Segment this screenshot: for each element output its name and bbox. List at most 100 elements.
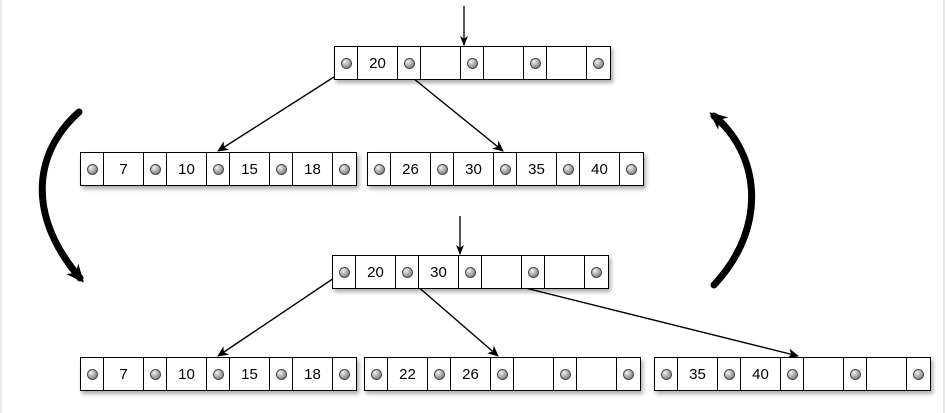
key-cell: 20 — [358, 47, 398, 79]
key-cell: 30 — [419, 256, 459, 288]
key-cell — [804, 358, 844, 390]
pointer-dot-icon — [849, 368, 861, 380]
pointer-cell — [333, 358, 356, 390]
pointer-cell — [81, 358, 104, 390]
pointer-cell — [655, 358, 678, 390]
pointer-cell — [270, 153, 293, 185]
key-cell: 15 — [230, 358, 270, 390]
lower-root-to-left-leaf — [217, 271, 344, 357]
pointer-cell — [494, 153, 517, 185]
key-cell: 7 — [104, 358, 144, 390]
pointer-cell — [585, 256, 608, 288]
pointer-dot-icon — [212, 163, 224, 175]
pointer-cell — [81, 153, 104, 185]
key-cell: 30 — [454, 153, 494, 185]
key-cell: 35 — [678, 358, 718, 390]
pointer-dot-icon — [86, 163, 98, 175]
pointer-dot-icon — [340, 57, 352, 69]
pointer-cell — [333, 153, 356, 185]
right-split-flow-arrow — [709, 112, 756, 289]
pointer-cell — [718, 358, 741, 390]
pointer-cell — [365, 358, 388, 390]
pointer-cell — [207, 358, 230, 390]
pointer-cell — [491, 358, 514, 390]
pointer-dot-icon — [401, 266, 413, 278]
key-cell — [577, 358, 617, 390]
pointer-dot-icon — [339, 368, 350, 380]
pointer-dot-icon — [86, 368, 98, 380]
pointer-dot-icon — [527, 266, 539, 278]
pointer-dot-icon — [593, 57, 604, 69]
key-cell: 40 — [580, 153, 620, 185]
pointer-dot-icon — [149, 163, 161, 175]
pointer-cell — [554, 358, 577, 390]
pointer-cell — [524, 47, 547, 79]
key-cell: 35 — [517, 153, 557, 185]
left-split-flow-arrow — [38, 108, 84, 283]
pointer-cell — [781, 358, 804, 390]
pointer-dot-icon — [403, 57, 415, 69]
pointer-dot-icon — [660, 368, 672, 380]
pointer-dot-icon — [339, 163, 350, 175]
key-cell: 18 — [293, 153, 333, 185]
pointer-dot-icon — [529, 57, 541, 69]
pointer-dot-icon — [591, 266, 602, 278]
key-cell: 26 — [391, 153, 431, 185]
pointer-cell — [398, 47, 421, 79]
pointer-dot-icon — [149, 368, 161, 380]
key-cell: 7 — [104, 153, 144, 185]
pointer-cell — [844, 358, 867, 390]
pointer-dot-icon — [373, 163, 385, 175]
btree-leaf-node-lower-leaf-left: 7 10 15 18 — [80, 357, 357, 391]
pointer-cell — [557, 153, 580, 185]
pointer-cell — [207, 153, 230, 185]
pointer-cell — [428, 358, 451, 390]
pointer-cell — [907, 358, 930, 390]
pointer-cell — [617, 358, 640, 390]
key-cell — [514, 358, 554, 390]
pointer-cell — [459, 256, 482, 288]
btree-root-node-upper-root: 20 — [334, 46, 611, 80]
pointer-cell — [270, 358, 293, 390]
upper-root-to-left-leaf — [217, 69, 346, 152]
pointer-cell — [368, 153, 391, 185]
upper-root-to-right-leaf — [402, 69, 504, 152]
pointer-dot-icon — [623, 368, 634, 380]
pointer-cell — [522, 256, 545, 288]
pointer-dot-icon — [499, 163, 511, 175]
key-cell: 10 — [167, 153, 207, 185]
pointer-dot-icon — [913, 368, 924, 380]
key-cell — [484, 47, 524, 79]
pointer-dot-icon — [559, 368, 571, 380]
pointer-dot-icon — [275, 163, 287, 175]
pointer-dot-icon — [626, 163, 637, 175]
pointer-cell — [144, 153, 167, 185]
pointer-dot-icon — [436, 163, 448, 175]
pointer-cell — [587, 47, 610, 79]
pointer-dot-icon — [370, 368, 382, 380]
key-cell: 40 — [741, 358, 781, 390]
pointer-cell — [144, 358, 167, 390]
pointer-dot-icon — [496, 368, 508, 380]
key-cell: 22 — [388, 358, 428, 390]
key-cell: 20 — [356, 256, 396, 288]
key-cell: 18 — [293, 358, 333, 390]
pointer-cell — [333, 256, 356, 288]
pointer-cell — [431, 153, 454, 185]
key-cell: 10 — [167, 358, 207, 390]
key-cell — [547, 47, 587, 79]
pointer-dot-icon — [723, 368, 735, 380]
pointer-cell — [335, 47, 358, 79]
pointer-dot-icon — [464, 266, 476, 278]
key-cell — [482, 256, 522, 288]
key-cell — [421, 47, 461, 79]
pointer-dot-icon — [562, 163, 574, 175]
btree-leaf-node-upper-leaf-right: 26 30 35 40 — [367, 152, 644, 186]
btree-leaf-node-lower-leaf-right: 35 40 — [654, 357, 931, 391]
pointer-dot-icon — [275, 368, 287, 380]
key-cell — [545, 256, 585, 288]
